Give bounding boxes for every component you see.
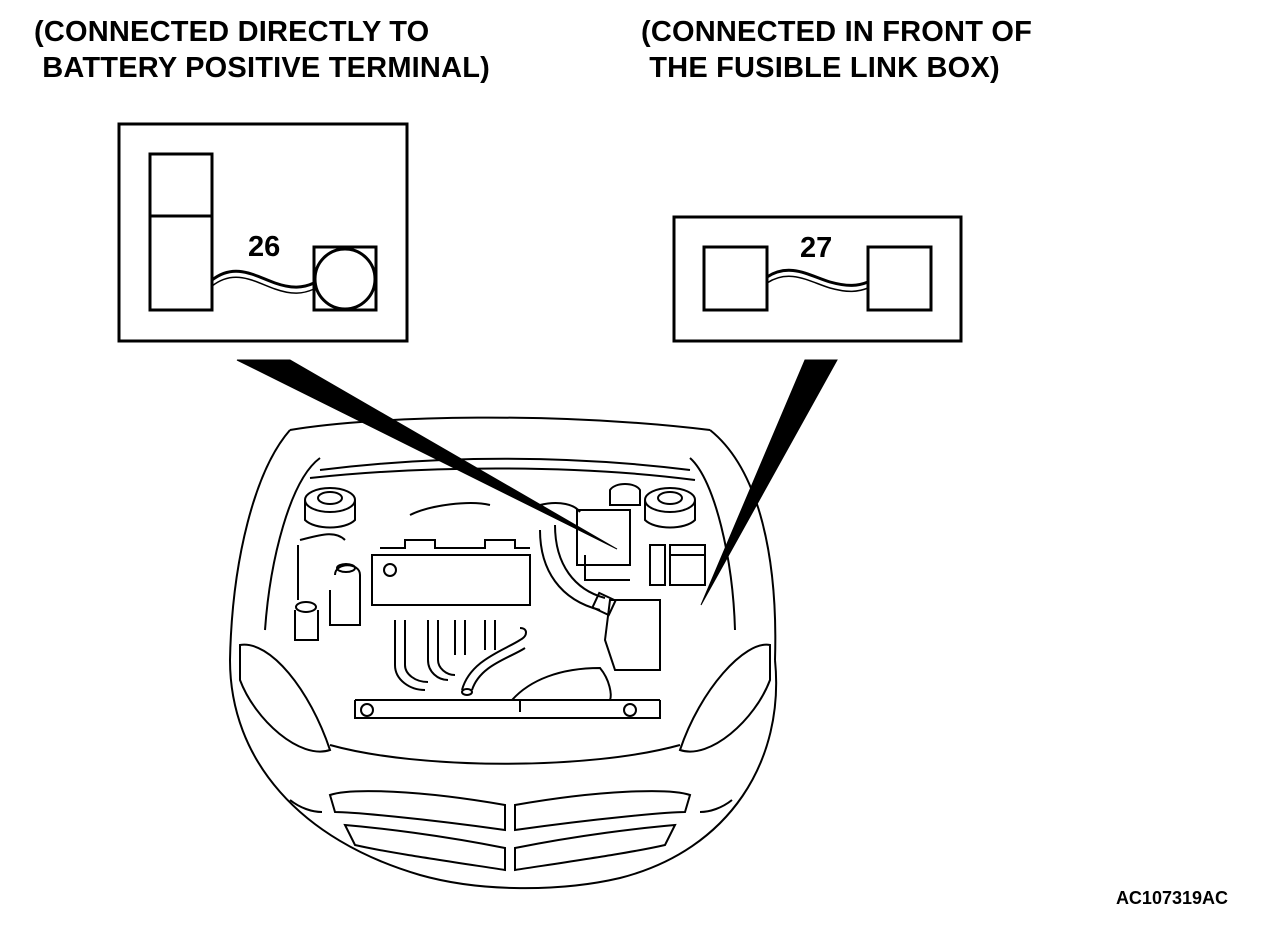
callout-box-27 — [672, 215, 963, 343]
pointer-to-27 — [700, 359, 838, 606]
connector-number-27: 27 — [800, 232, 832, 264]
right-connector-caption: (CONNECTED IN FRONT OF THE FUSIBLE LINK … — [641, 16, 1033, 84]
pointer-to-26 — [236, 359, 618, 550]
callout-box-26 — [117, 122, 409, 343]
document-code: AC107319AC — [1115, 888, 1228, 908]
connector-number-26: 26 — [248, 231, 280, 263]
engine-parts — [294, 483, 706, 717]
left-connector-caption: (CONNECTED DIRECTLY TO BATTERY POSITIVE … — [34, 16, 490, 84]
car-front-outline — [229, 416, 778, 890]
